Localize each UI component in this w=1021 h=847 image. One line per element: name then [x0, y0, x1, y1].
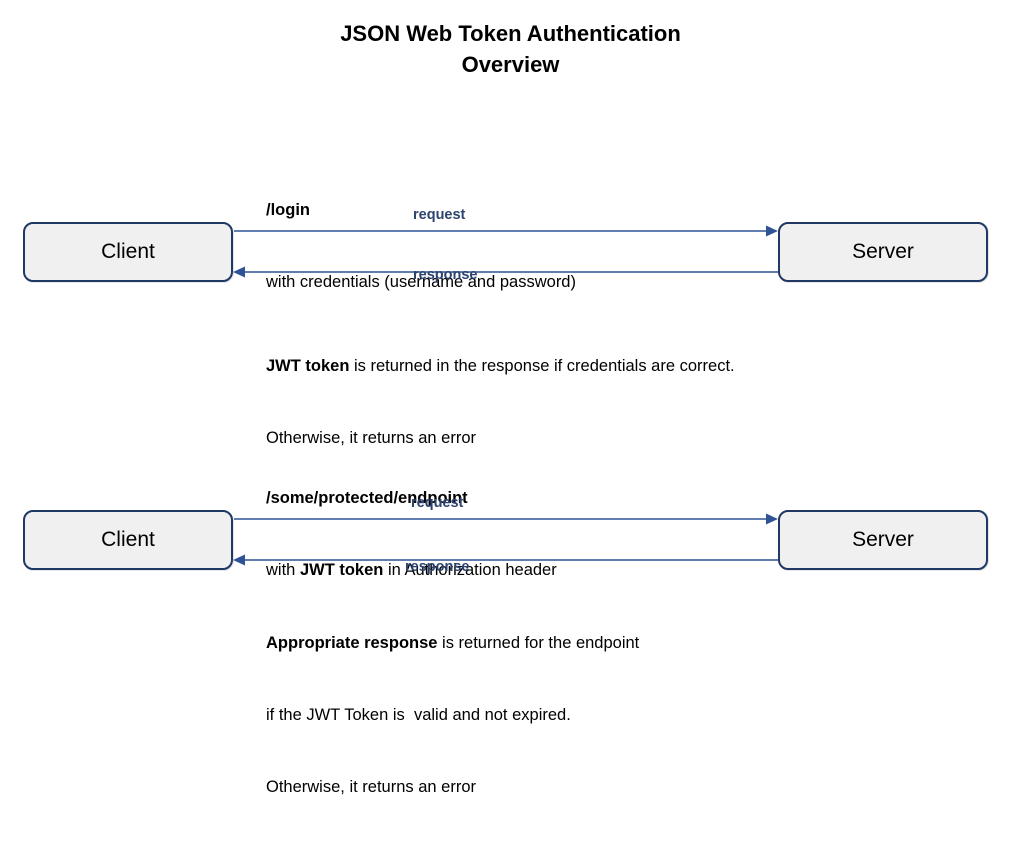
login-response-line-2: Otherwise, it returns an error [266, 429, 476, 447]
login-response-line-1-rest: is returned in the response if credentia… [349, 357, 735, 375]
protected-appropriate-response-emphasis: Appropriate response [266, 634, 438, 652]
node-client-login[interactable]: Client [23, 222, 233, 282]
login-response-line-1: JWT token is returned in the response if… [266, 354, 735, 378]
title-line-2: Overview [461, 52, 560, 77]
protected-jwt-token-emphasis: JWT token [299, 561, 384, 579]
protected-auth-header-note: with JWT token in Authorization header [266, 558, 557, 582]
protected-note-post: in Authorization header [383, 561, 557, 579]
protected-response-line-2: if the JWT Token is valid and not expire… [266, 706, 571, 724]
login-credentials-note: with credentials (username and password) [266, 273, 576, 291]
node-client-protected-label: Client [101, 528, 155, 551]
arrow-label-request-login: request [413, 207, 466, 223]
title-line-1: JSON Web Token Authentication [340, 21, 681, 46]
protected-endpoint-path: /some/protected/endpoint [266, 489, 468, 507]
arrow-label-response-protected: response [405, 559, 470, 575]
arrow-label-response-login: response [413, 267, 478, 283]
node-server-login-label: Server [852, 240, 914, 263]
node-server-login[interactable]: Server [778, 222, 988, 282]
node-client-login-label: Client [101, 240, 155, 263]
node-server-protected[interactable]: Server [778, 510, 988, 570]
flow-protected-response-description: Appropriate response is returned for the… [266, 583, 639, 847]
protected-note-pre: with [266, 561, 300, 579]
flow-login-response-description: JWT token is returned in the response if… [266, 306, 735, 498]
diagram-canvas: JSON Web Token Authentication Overview /… [0, 18, 1021, 796]
flow-login-request-description: /login with credentials (username and pa… [266, 150, 576, 342]
protected-response-line-1-rest: is returned for the endpoint [437, 634, 640, 652]
login-endpoint-path: /login [266, 201, 310, 219]
arrow-label-request-protected: request [411, 495, 464, 511]
login-jwt-token-emphasis: JWT token [266, 357, 350, 375]
page-title: JSON Web Token Authentication Overview [0, 18, 1021, 80]
node-client-protected[interactable]: Client [23, 510, 233, 570]
flow-protected-request-description: /some/protected/endpoint with JWT token … [266, 438, 557, 630]
protected-response-line-3: Otherwise, it returns an error [266, 778, 476, 796]
node-server-protected-label: Server [852, 528, 914, 551]
protected-response-line-1: Appropriate response is returned for the… [266, 631, 639, 655]
